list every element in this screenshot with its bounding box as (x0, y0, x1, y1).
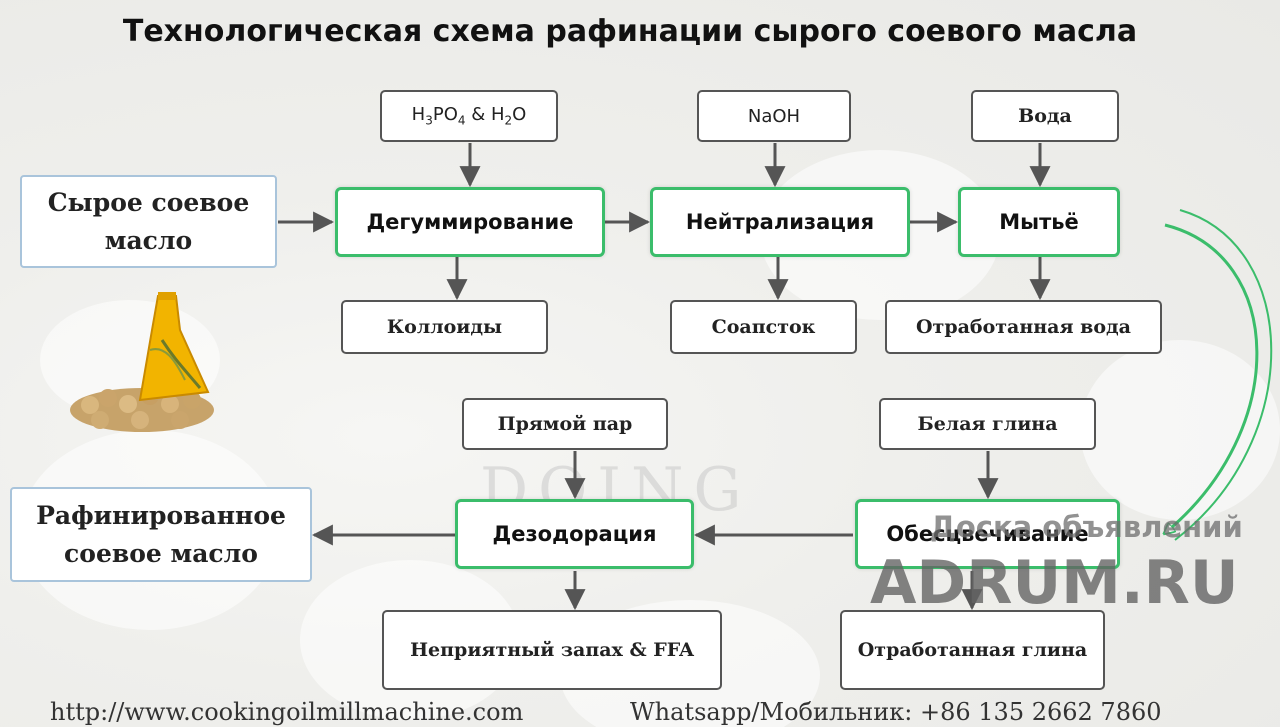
watermark-site-text: ADRUM.RU (870, 548, 1239, 618)
waste-water-box: Отработанная вода (885, 300, 1162, 354)
soapstock-box: Соапсток (670, 300, 857, 354)
refined-soy-oil-box: Рафинированное соевое масло (10, 487, 312, 582)
reagent-water-box: Вода (971, 90, 1119, 142)
watermark-board-text: Доска объявлений (930, 510, 1243, 544)
reagent-naoh-box: NaOH (697, 90, 851, 142)
deodorization-box: Дезодорация (455, 499, 694, 569)
white-clay-box: Белая глина (879, 398, 1096, 450)
direct-steam-box: Прямой пар (462, 398, 668, 450)
odor-ffa-box: Неприятный запах & FFA (382, 610, 722, 690)
colloids-box: Коллоиды (341, 300, 548, 354)
degumming-box: Дегуммирование (335, 187, 605, 257)
reagent-acid-water-box: H3PO4 & H2O (380, 90, 558, 142)
reagent-acid-water-label: H3PO4 & H2O (412, 104, 527, 128)
oil-bottle-image (70, 292, 214, 432)
washing-box: Мытьё (958, 187, 1120, 257)
neutralization-box: Нейтрализация (650, 187, 910, 257)
crude-soy-oil-box: Сырое соевое масло (20, 175, 277, 268)
footer-website: http://www.cookingoilmillmachine.com (50, 698, 523, 726)
curved-arrow-washing-to-bleaching (1165, 225, 1257, 533)
spent-clay-box: Отработанная глина (840, 610, 1105, 690)
footer-contact: Whatsapp/Мобильник: +86 135 2662 7860 (630, 698, 1162, 726)
